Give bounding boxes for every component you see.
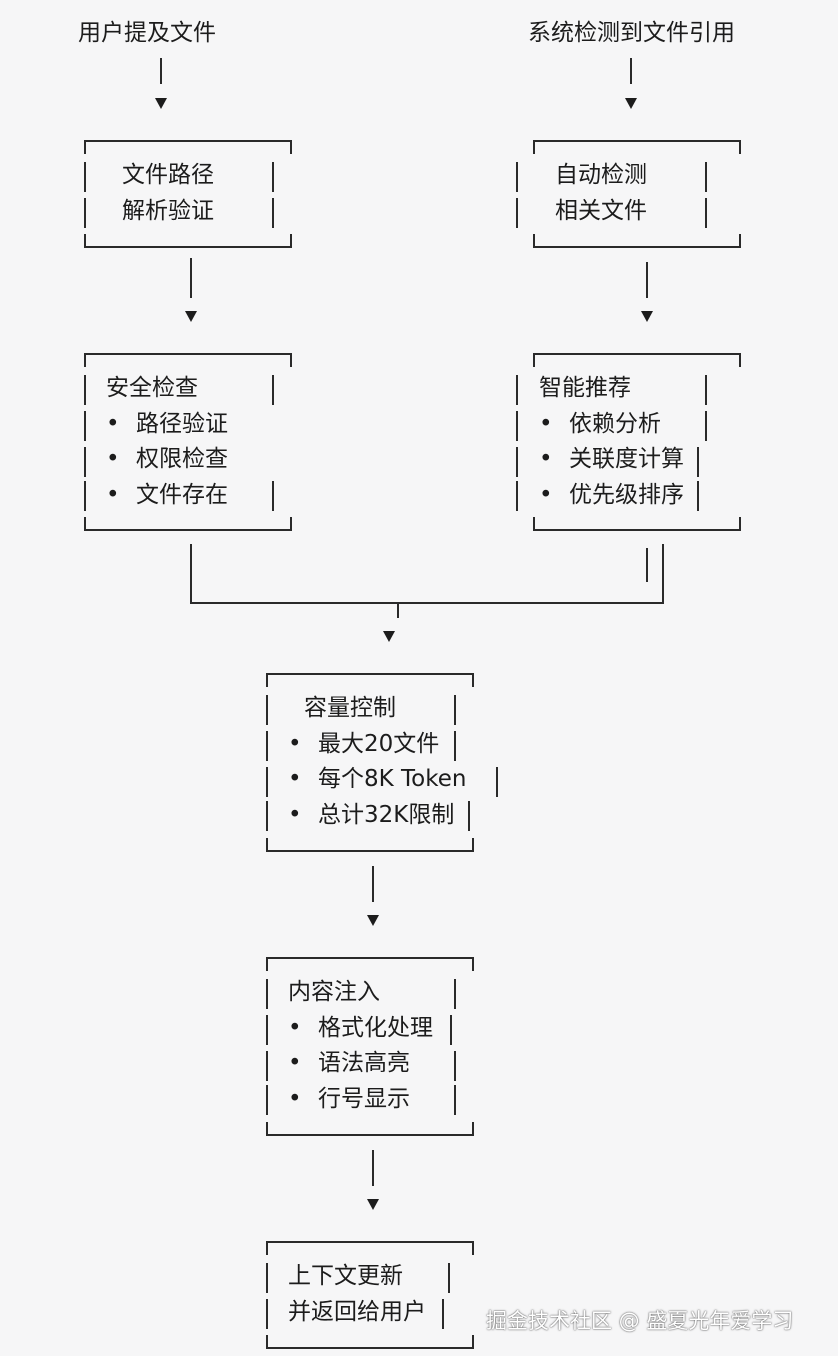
connector-line bbox=[397, 604, 399, 618]
list-item: 每个8K Token bbox=[318, 766, 467, 792]
bullet: • bbox=[288, 766, 302, 792]
list-item: 文件存在 bbox=[136, 481, 228, 508]
list-item: 总计32K限制 bbox=[318, 801, 455, 828]
node-line: 相关文件 bbox=[555, 197, 647, 224]
node-title: 容量控制 bbox=[304, 695, 396, 721]
connector-line bbox=[372, 866, 374, 902]
node-line: 解析验证 bbox=[122, 197, 214, 224]
node-line: 上下文更新 bbox=[288, 1263, 403, 1289]
list-item: 优先级排序 bbox=[569, 481, 684, 508]
source-system-detect: 系统检测到文件引用 bbox=[528, 20, 735, 46]
connector-line bbox=[630, 58, 632, 84]
node-line: 自动检测 bbox=[555, 162, 647, 188]
list-item: 关联度计算 bbox=[569, 446, 684, 472]
node-title: 安全检查 bbox=[106, 375, 198, 401]
arrow-down-icon bbox=[185, 311, 197, 322]
list-item: 权限检查 bbox=[136, 446, 228, 472]
node-smart-recommend: 智能推荐 • 依赖分析 • 关联度计算 • 优先级排序 bbox=[516, 353, 741, 531]
arrow-down-icon bbox=[625, 98, 637, 109]
list-item: 语法高亮 bbox=[318, 1050, 410, 1076]
node-auto-detect: 自动检测 相关文件 bbox=[516, 140, 741, 248]
list-item: 格式化处理 bbox=[318, 1014, 433, 1041]
bullet: • bbox=[288, 730, 302, 757]
arrow-down-icon bbox=[155, 98, 167, 109]
connector-line bbox=[160, 58, 162, 84]
merge-line bbox=[190, 602, 664, 604]
node-security-check: 安全检查 • 路径验证 • 权限检查 • 文件存在 bbox=[84, 353, 292, 531]
connector-line bbox=[372, 1150, 374, 1186]
connector-line bbox=[646, 548, 648, 582]
node-content-inject: 内容注入 • 格式化处理 • 语法高亮 • 行号显示 bbox=[266, 957, 474, 1136]
arrow-down-icon bbox=[383, 631, 395, 642]
arrow-down-icon bbox=[367, 1199, 379, 1210]
bullet: • bbox=[539, 410, 553, 437]
arrow-down-icon bbox=[367, 915, 379, 926]
node-path-parse: 文件路径 解析验证 bbox=[84, 140, 292, 248]
arrow-down-icon bbox=[641, 311, 653, 322]
connector-line bbox=[646, 262, 648, 298]
node-title: 智能推荐 bbox=[539, 375, 631, 401]
node-line: 文件路径 bbox=[122, 162, 214, 188]
source-user-mention: 用户提及文件 bbox=[78, 20, 216, 46]
bullet: • bbox=[539, 481, 553, 508]
list-item: 最大20文件 bbox=[318, 730, 440, 757]
list-item: 行号显示 bbox=[318, 1085, 410, 1112]
bullet: • bbox=[539, 446, 553, 472]
connector-line bbox=[190, 258, 192, 298]
node-line: 并返回给用户 bbox=[288, 1298, 426, 1325]
bullet: • bbox=[288, 801, 302, 828]
connector-line bbox=[190, 544, 192, 604]
node-capacity-control: 容量控制 • 最大20文件 • 每个8K Token • 总计32K限制 bbox=[266, 673, 498, 852]
node-context-update: 上下文更新 并返回给用户 bbox=[266, 1241, 474, 1349]
bullet: • bbox=[106, 481, 120, 508]
bullet: • bbox=[288, 1085, 302, 1112]
connector-line bbox=[662, 544, 664, 604]
list-item: 路径验证 bbox=[136, 410, 228, 437]
node-title: 内容注入 bbox=[288, 979, 380, 1005]
watermark: 掘金技术社区 @ 盛夏光年爱学习 bbox=[486, 1309, 794, 1333]
bullet: • bbox=[106, 410, 120, 437]
bullet: • bbox=[106, 446, 120, 472]
list-item: 依赖分析 bbox=[569, 410, 661, 437]
bullet: • bbox=[288, 1050, 302, 1076]
bullet: • bbox=[288, 1014, 302, 1041]
